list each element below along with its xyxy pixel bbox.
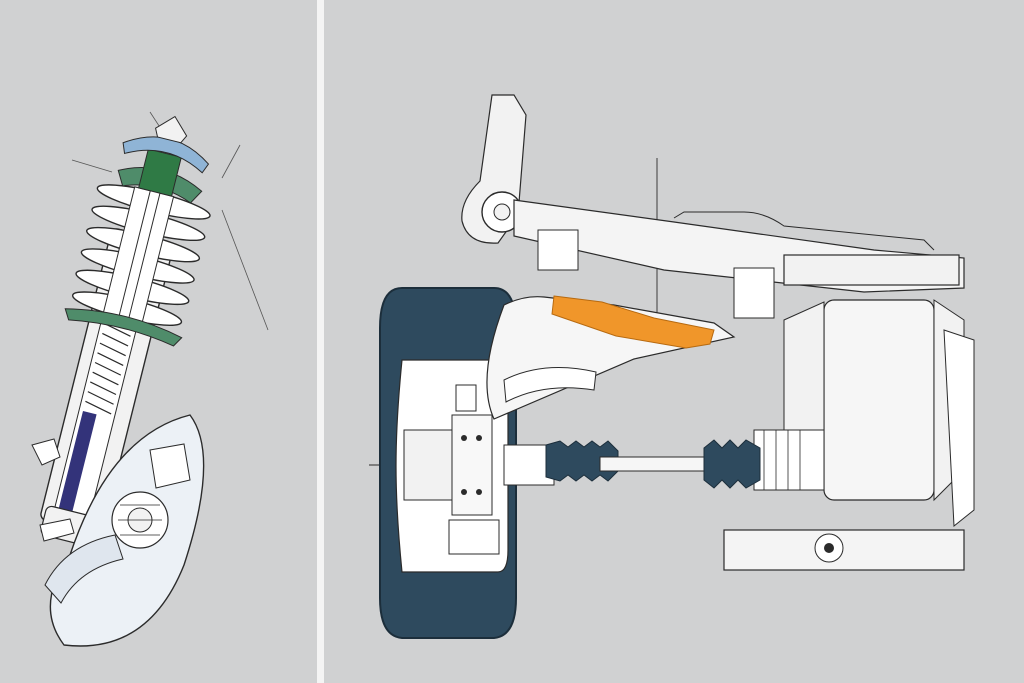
- differential: [723, 254, 975, 571]
- output-flange: [753, 429, 825, 491]
- hub-carrier: [403, 429, 455, 501]
- lower-spring-seat: [64, 308, 183, 347]
- orange-link: [551, 295, 715, 349]
- subframe-mount: [733, 267, 775, 319]
- strut-illustration: [31, 111, 269, 647]
- rear-crossmember: [783, 254, 960, 286]
- strut-assembly: [40, 115, 211, 548]
- top-mount-plate: [122, 136, 210, 174]
- brake-caliper-rear: [448, 519, 500, 555]
- wheel-bearing: [451, 414, 493, 516]
- panel-divider: [317, 0, 324, 683]
- spring-seat-mount: [537, 229, 579, 271]
- top-mount-bushing: [138, 148, 182, 197]
- brake-caliper: [149, 443, 191, 489]
- drivetrain-panel: [324, 0, 1024, 683]
- brake-disc-assembly: [44, 414, 205, 647]
- half-shaft: [599, 456, 711, 472]
- wheel: [379, 287, 517, 639]
- damper-oil-chamber: [58, 411, 97, 512]
- inner-cv-boot: [703, 439, 761, 489]
- differential-housing: [823, 299, 935, 501]
- bracket: [31, 438, 61, 466]
- lower-crossmember: [723, 529, 965, 571]
- top-nut: [155, 115, 188, 144]
- strut-panel: [0, 0, 317, 683]
- drive-shaft: [503, 439, 761, 489]
- drivetrain-illustration: [369, 94, 975, 639]
